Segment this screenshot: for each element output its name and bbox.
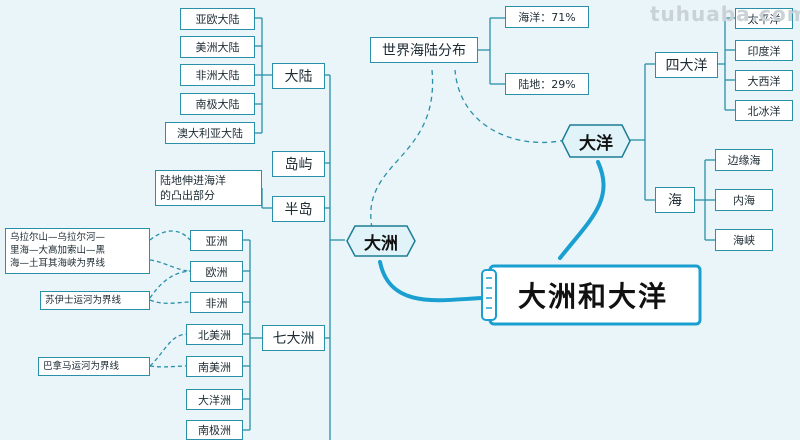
seven-item-africa-label: 非洲 [205,296,228,310]
central-title: 大洲和大洋 [517,280,668,313]
seven-item-south-america-label: 南美洲 [198,360,231,374]
continent-item-antarctica-label: 南极大陆 [195,98,240,111]
seven-item-europe: 欧洲 [190,261,243,282]
seven-item-north-america: 北美洲 [186,324,243,345]
continent-item-americas: 美洲大陆 [180,36,255,58]
ocean-item-arctic-label: 北冰洋 [747,104,781,118]
sea-node-label: 海 [668,193,682,209]
seven-item-south-america: 南美洲 [186,356,243,377]
asia-europe-note-line2: 里海—大高加索山—黑 [10,245,106,256]
asia-europe-note-line1: 乌拉尔山—乌拉尔河— [10,232,106,243]
continent-node: 大陆 [272,63,325,89]
continent-node-label: 大陆 [284,69,313,85]
ocean-item-arctic: 北冰洋 [735,100,793,121]
suez-note-text: 苏伊士运河为界线 [45,295,122,306]
suez-boundary-note: 苏伊士运河为界线 [40,291,150,310]
island-node-label: 岛屿 [284,157,313,173]
four-oceans-node-label: 四大洋 [665,58,708,74]
continent-item-australia: 澳大利亚大陆 [165,122,255,144]
sea-item-strait: 海峡 [715,229,773,251]
continent-item-africa: 非洲大陆 [180,64,255,86]
continent-item-eurasia-label: 亚欧大陆 [195,13,240,26]
continent-item-africa-label: 非洲大陆 [195,69,240,82]
ocean-ratio-item: 海洋：71% [505,6,589,28]
peninsula-definition-note: 陆地伸进海洋 的凸出部分 [155,170,262,206]
continents-node-shape [346,225,416,257]
seven-item-asia-label: 亚洲 [205,234,228,248]
ocean-item-atlantic: 大西洋 [735,70,793,91]
oceans-main-label: 大洋 [579,133,613,154]
sea-item-marginal-label: 边缘海 [727,154,761,167]
sea-item-inland: 内海 [715,189,773,211]
continent-item-antarctica: 南极大陆 [180,93,255,115]
ocean-item-atlantic-label: 大西洋 [747,74,781,88]
island-node: 岛屿 [272,151,325,177]
ocean-item-indian-label: 印度洋 [747,44,781,58]
sea-item-inland-label: 内海 [733,194,755,207]
ocean-item-pacific: 太平洋 [735,8,793,29]
seven-continents-node: 七大洲 [262,325,325,351]
seven-item-oceania: 大洋洲 [186,389,243,410]
land-ratio-label: 陆地：29% [518,78,576,91]
sea-node: 海 [655,187,695,213]
seven-item-europe-label: 欧洲 [205,265,228,279]
watermark-text: tuhuaba.com [650,2,800,26]
oceans-node-shape [561,124,631,158]
ocean-item-pacific-label: 太平洋 [747,12,781,26]
continent-item-eurasia: 亚欧大陆 [180,8,255,30]
scroll-frame [481,264,702,326]
peninsula-note-line1: 陆地伸进海洋 [160,174,226,187]
sea-item-strait-label: 海峡 [733,234,755,247]
continents-main-node: 大洲 [345,224,417,258]
world-distribution-node: 世界海陆分布 [370,37,478,63]
seven-item-oceania-label: 大洋洲 [198,393,231,407]
seven-continents-node-label: 七大洲 [272,331,315,347]
ocean-ratio-label: 海洋：71% [518,11,576,24]
world-distribution-label: 世界海陆分布 [382,43,466,59]
seven-item-antarctica: 南极洲 [186,420,243,440]
sea-item-marginal: 边缘海 [715,149,773,171]
seven-item-antarctica-label: 南极洲 [198,424,231,437]
seven-item-africa: 非洲 [190,292,243,313]
peninsula-note-line2: 的凸出部分 [160,189,215,202]
ocean-item-indian: 印度洋 [735,40,793,61]
seven-item-north-america-label: 北美洲 [198,328,231,342]
oceans-main-node: 大洋 [560,123,632,159]
central-title-scroll: 大洲和大洋 [480,262,706,328]
panama-note-text: 巴拿马运河为界线 [43,361,120,372]
asia-europe-boundary-note: 乌拉尔山—乌拉尔河— 里海—大高加索山—黑 海—土耳其海峡为界线 [5,228,150,274]
four-oceans-node: 四大洋 [655,52,718,78]
continent-item-americas-label: 美洲大陆 [195,41,240,54]
asia-europe-note-line3: 海—土耳其海峡为界线 [10,258,106,269]
continent-item-australia-label: 澳大利亚大陆 [177,127,243,140]
panama-boundary-note: 巴拿马运河为界线 [38,357,150,376]
continents-main-label: 大洲 [364,233,398,254]
land-ratio-item: 陆地：29% [505,73,589,95]
seven-item-asia: 亚洲 [190,230,243,251]
peninsula-node: 半岛 [272,196,325,222]
peninsula-node-label: 半岛 [284,202,313,218]
